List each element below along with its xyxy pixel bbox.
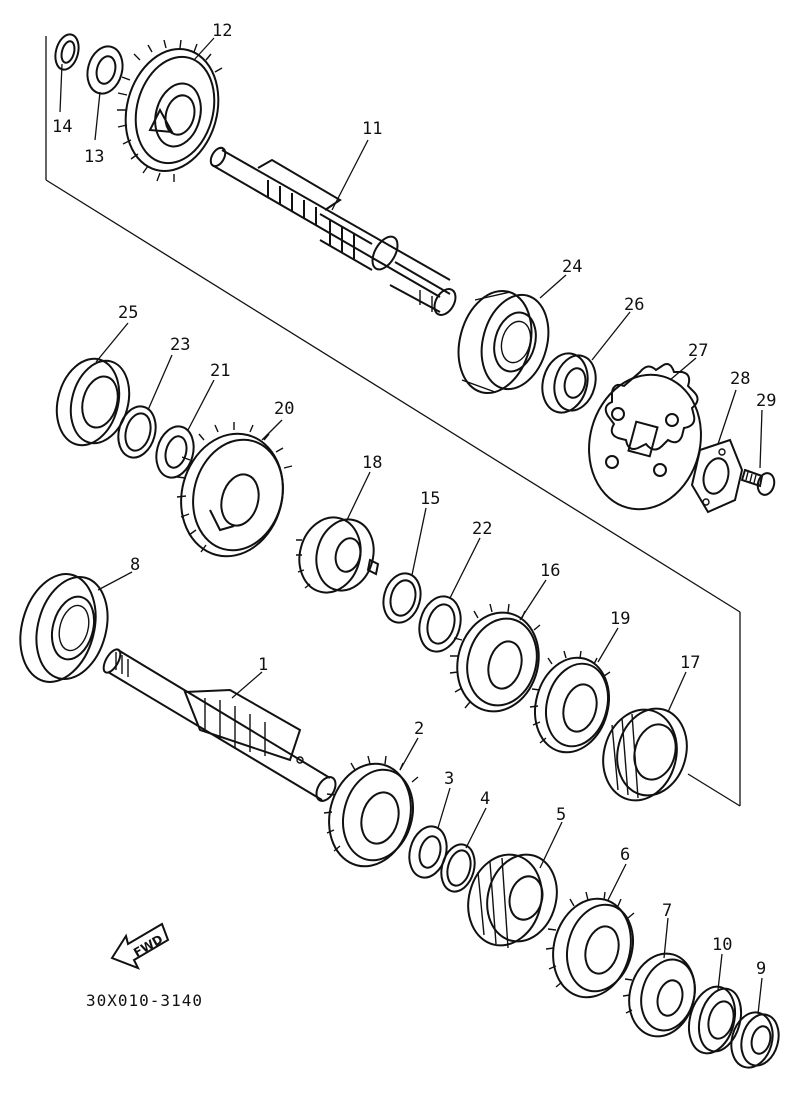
gear-5 [467,853,558,949]
part-label-21: 21 [210,361,230,381]
part-label-9: 9 [756,959,766,979]
gear-20 [176,422,293,558]
bearing-8 [19,573,109,683]
gear-17 [602,707,688,802]
part-label-4: 4 [480,789,490,809]
gear-16 [449,603,541,713]
gear-12 [117,39,223,182]
part-label-13: 13 [84,147,104,167]
washer-22 [418,595,462,653]
gear-2 [323,755,419,868]
circlip-4 [440,843,476,893]
oil-seal-9 [730,1011,780,1069]
bearing-24 [457,289,550,395]
lock-washer-28 [690,438,744,514]
part-labels: 12 14 13 11 24 26 27 28 29 25 23 21 20 1… [52,21,776,979]
part-label-23: 23 [170,335,190,355]
oil-seal-26 [541,352,597,414]
bearing-25 [55,357,131,447]
part-label-20: 20 [274,399,294,419]
washer-3 [408,825,448,879]
part-label-12: 12 [212,21,232,41]
part-label-14: 14 [52,117,72,137]
drawing-code: 30X010-3140 [86,991,203,1010]
sprocket-27 [588,363,702,511]
gear-6 [545,891,635,999]
part-label-25: 25 [118,303,138,323]
part-label-27: 27 [688,341,708,361]
part-label-17: 17 [680,653,700,673]
part-label-10: 10 [712,935,732,955]
gear-18 [296,516,380,594]
part-label-5: 5 [556,805,566,825]
part-label-8: 8 [130,555,140,575]
circlip-14 [54,33,80,71]
bolt-29 [740,468,776,496]
main-axle-1 [102,648,337,802]
part-label-3: 3 [444,769,454,789]
part-label-24: 24 [562,257,582,277]
part-label-15: 15 [420,489,440,509]
part-label-19: 19 [610,609,630,629]
part-label-28: 28 [730,369,750,389]
fwd-label: FWD [131,932,165,960]
gear-19 [529,650,611,754]
part-label-6: 6 [620,845,630,865]
part-label-29: 29 [756,391,776,411]
washer-21 [155,425,195,479]
gear-7 [622,952,696,1038]
fwd-arrow: FWD [110,922,170,970]
washer-13 [86,45,124,95]
circlip-23 [117,405,157,459]
part-label-18: 18 [362,453,382,473]
leader-lines [59,37,763,1015]
assembly-frame-lines [45,36,741,807]
part-label-11: 11 [362,119,382,139]
part-label-22: 22 [472,519,492,539]
part-label-16: 16 [540,561,560,581]
part-label-26: 26 [624,295,644,315]
circlip-15 [382,572,422,624]
part-label-7: 7 [662,901,672,921]
part-label-1: 1 [258,655,268,675]
countershaft-11 [209,146,457,316]
part-label-2: 2 [414,719,424,739]
bearing-10 [687,985,743,1055]
